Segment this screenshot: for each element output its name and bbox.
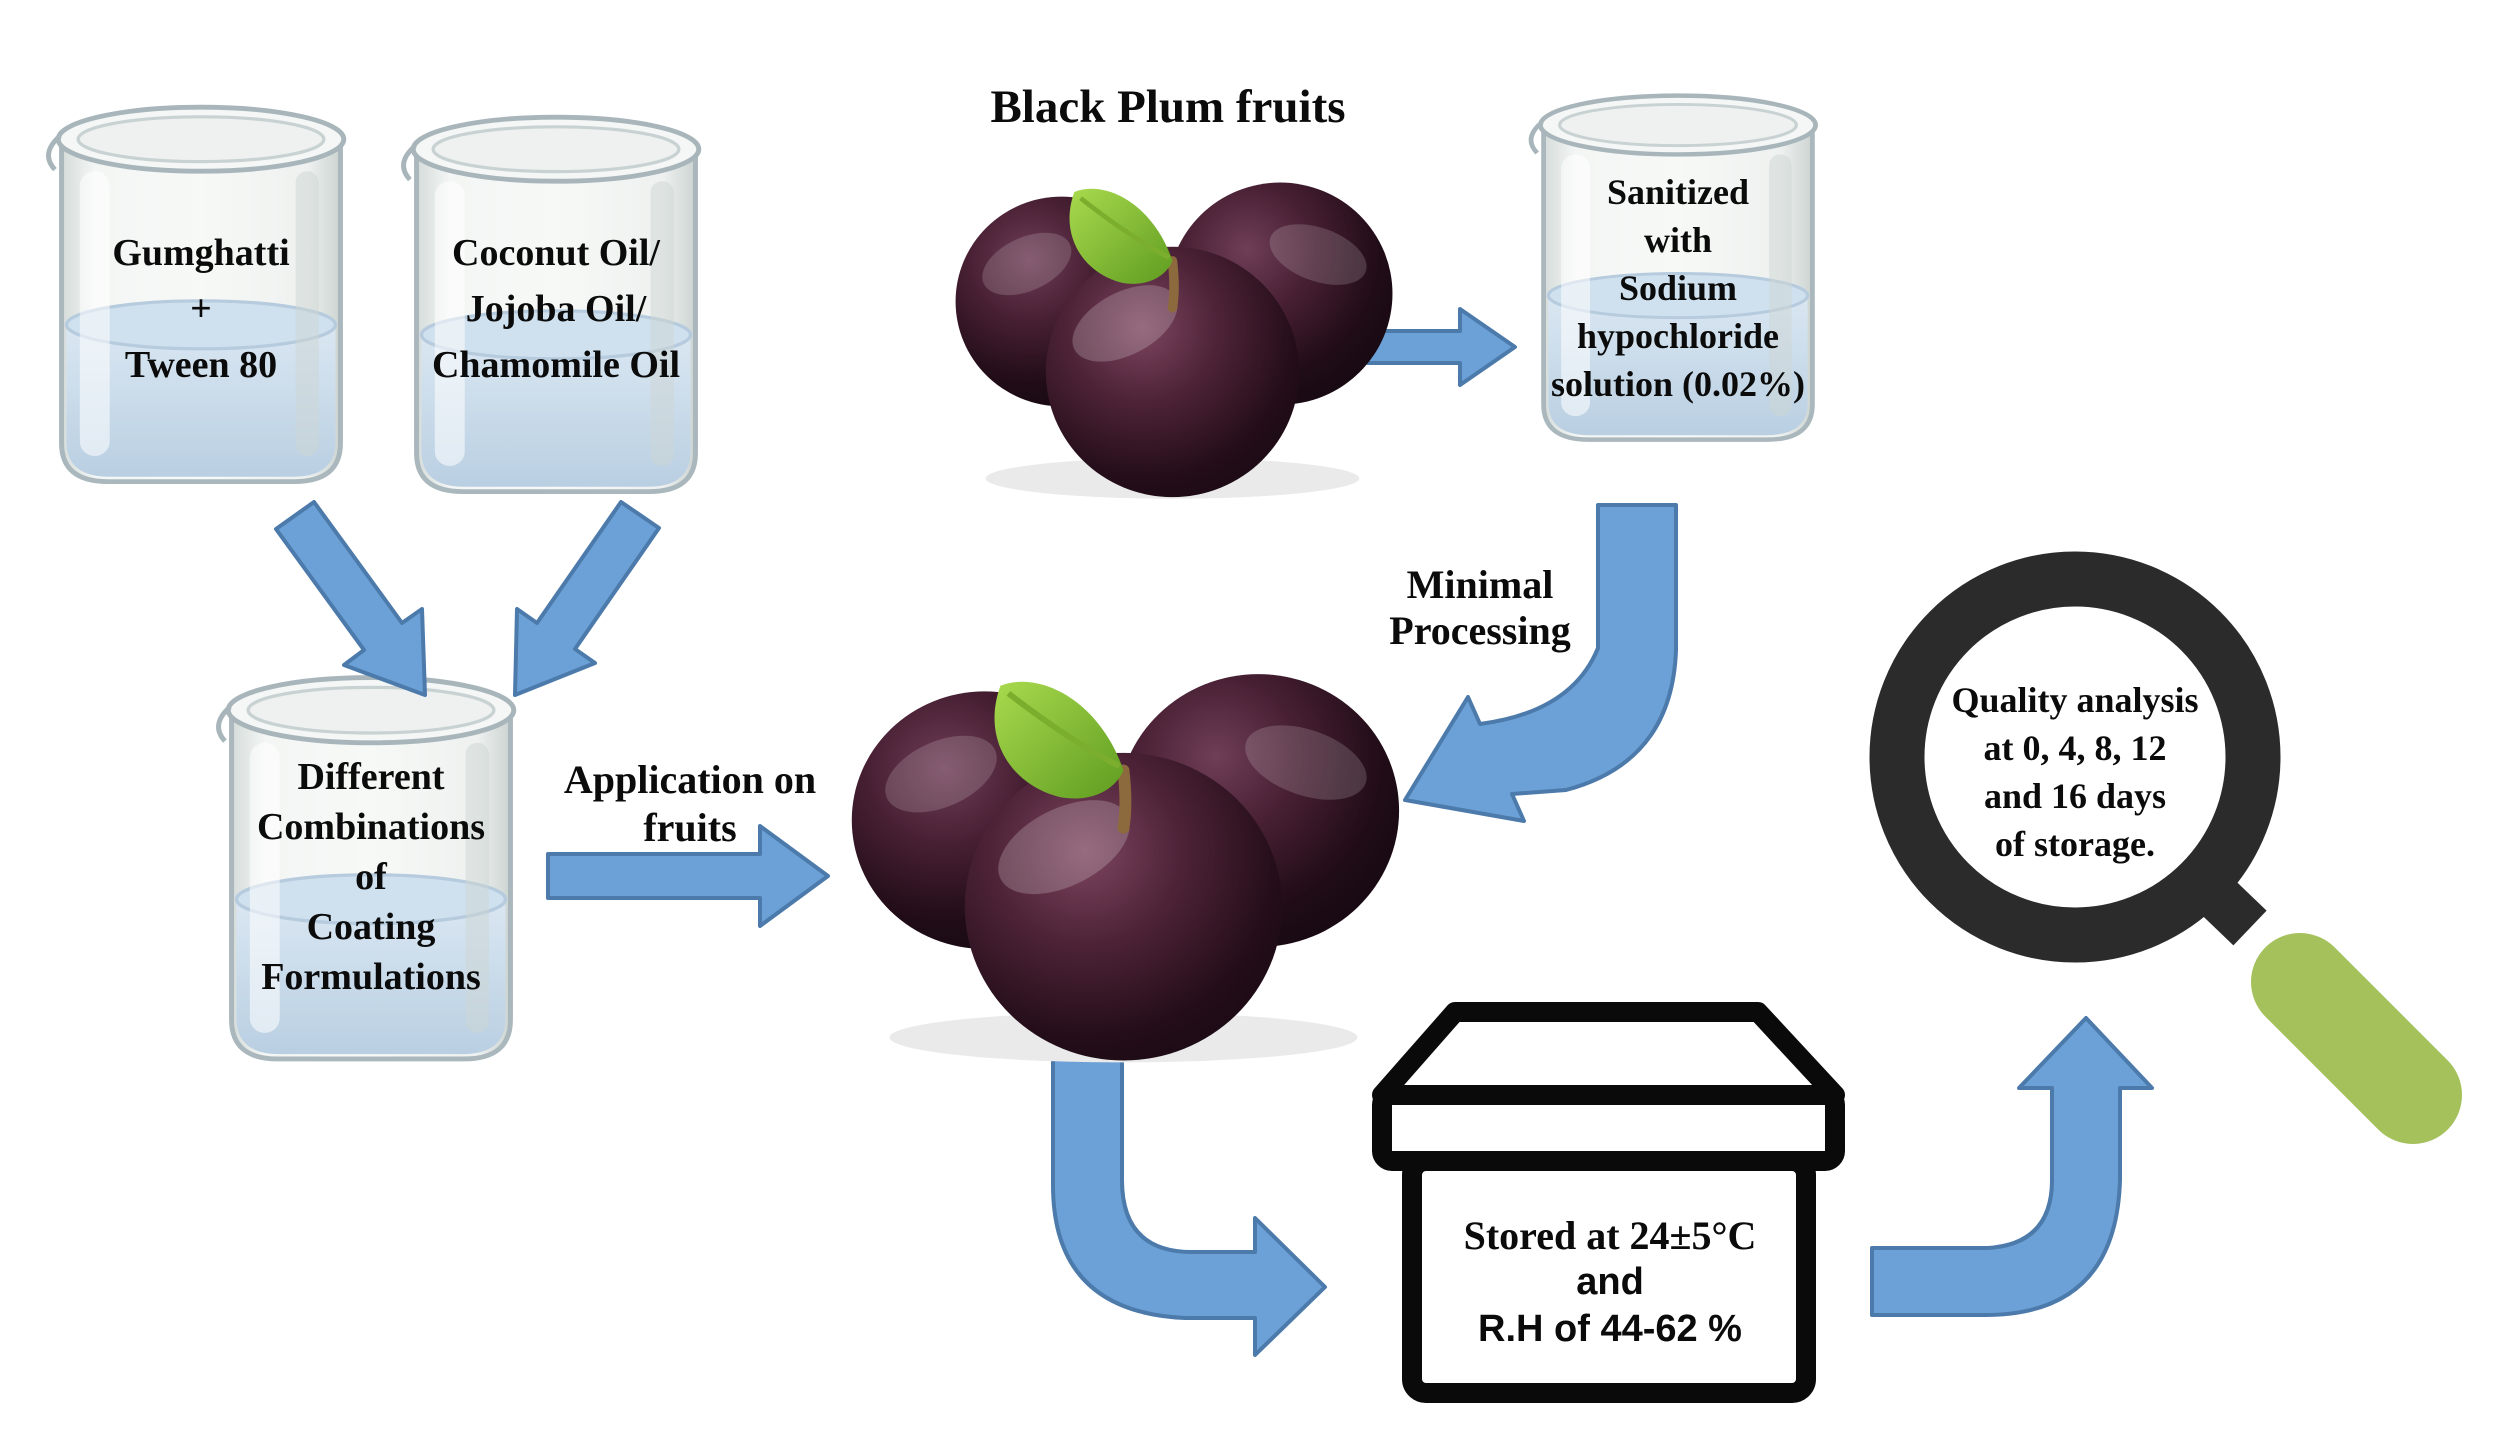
- label-line: Tween 80: [124, 344, 278, 386]
- figure-title: Black Plum fruits: [990, 81, 1346, 133]
- label-line: Quality analysis: [1951, 680, 2199, 720]
- beaker-sanitizer-label: Sanitized with Sodium hypochloride solut…: [1533, 168, 1823, 408]
- label-line: Sodium: [1618, 268, 1738, 308]
- arrow-sanitizer-to-fruits-elbow: [1403, 503, 1678, 823]
- arrow-fruits-to-storage-elbow: [1051, 1046, 1327, 1357]
- label-line: Different: [297, 756, 445, 798]
- label-line: Coating: [306, 906, 436, 948]
- arrow-formulations-to-fruits: [546, 824, 830, 928]
- label-line: Stored at 24±5°C: [1463, 1213, 1757, 1258]
- label-line: and 16 days: [1983, 776, 2167, 816]
- label-line: Jojoba Oil/: [465, 288, 647, 330]
- magnifier-handle: [2251, 933, 2462, 1144]
- beaker-oils-label: Coconut Oil/ Jojoba Oil/ Chamomile Oil: [411, 225, 701, 393]
- label-line: Combinations: [256, 806, 486, 848]
- minimal-processing-label: Minimal Processing: [1350, 562, 1610, 654]
- plums-image-top: [956, 183, 1393, 499]
- label-line: fruits: [643, 805, 737, 850]
- label-line: R.H of 44-62 %: [1478, 1308, 1742, 1350]
- label-line: Formulations: [261, 956, 481, 998]
- beaker-gum-tween-label: Gumghatti + Tween 80: [56, 225, 346, 393]
- label-line: at 0, 4, 8, 12: [1983, 728, 2167, 768]
- label-line: Processing: [1389, 608, 1571, 653]
- label-line: with: [1643, 220, 1712, 260]
- arrow-storage-to-analysis-elbow: [1870, 1016, 2154, 1317]
- arrow-gum-to-formulations: [274, 500, 427, 697]
- label-line: hypochloride: [1576, 316, 1780, 356]
- label-line: of storage.: [1995, 824, 2155, 864]
- label-line: and: [1576, 1261, 1644, 1303]
- plums-image-center: [852, 674, 1399, 1062]
- arrow-oils-to-formulations: [513, 500, 661, 697]
- quality-analysis-label: Quality analysis at 0, 4, 8, 12 and 16 d…: [1925, 676, 2225, 868]
- storage-box-icon: [1372, 1002, 1845, 1403]
- magnifier-icon: [1869, 551, 2462, 1144]
- label-line: Sanitized: [1606, 172, 1749, 212]
- arrow-fruits-to-sanitizer: [1366, 307, 1517, 387]
- label-line: +: [190, 288, 212, 330]
- label-line: of: [355, 856, 387, 898]
- label-line: solution (0.02%): [1550, 364, 1806, 404]
- label-line: Coconut Oil/: [452, 232, 660, 274]
- application-on-fruits-label: Application on fruits: [540, 756, 840, 852]
- label-line: Gumghatti: [112, 232, 290, 274]
- magnifier-ring: [1869, 551, 2281, 963]
- storage-box-label: Stored at 24±5°C and R.H of 44-62 %: [1420, 1212, 1800, 1353]
- label-line: Chamomile Oil: [431, 344, 681, 386]
- label-line: Application on: [563, 757, 817, 802]
- label-line: Minimal: [1406, 562, 1554, 607]
- beaker-formulations-label: Different Combinations of Coating Formul…: [226, 752, 516, 1002]
